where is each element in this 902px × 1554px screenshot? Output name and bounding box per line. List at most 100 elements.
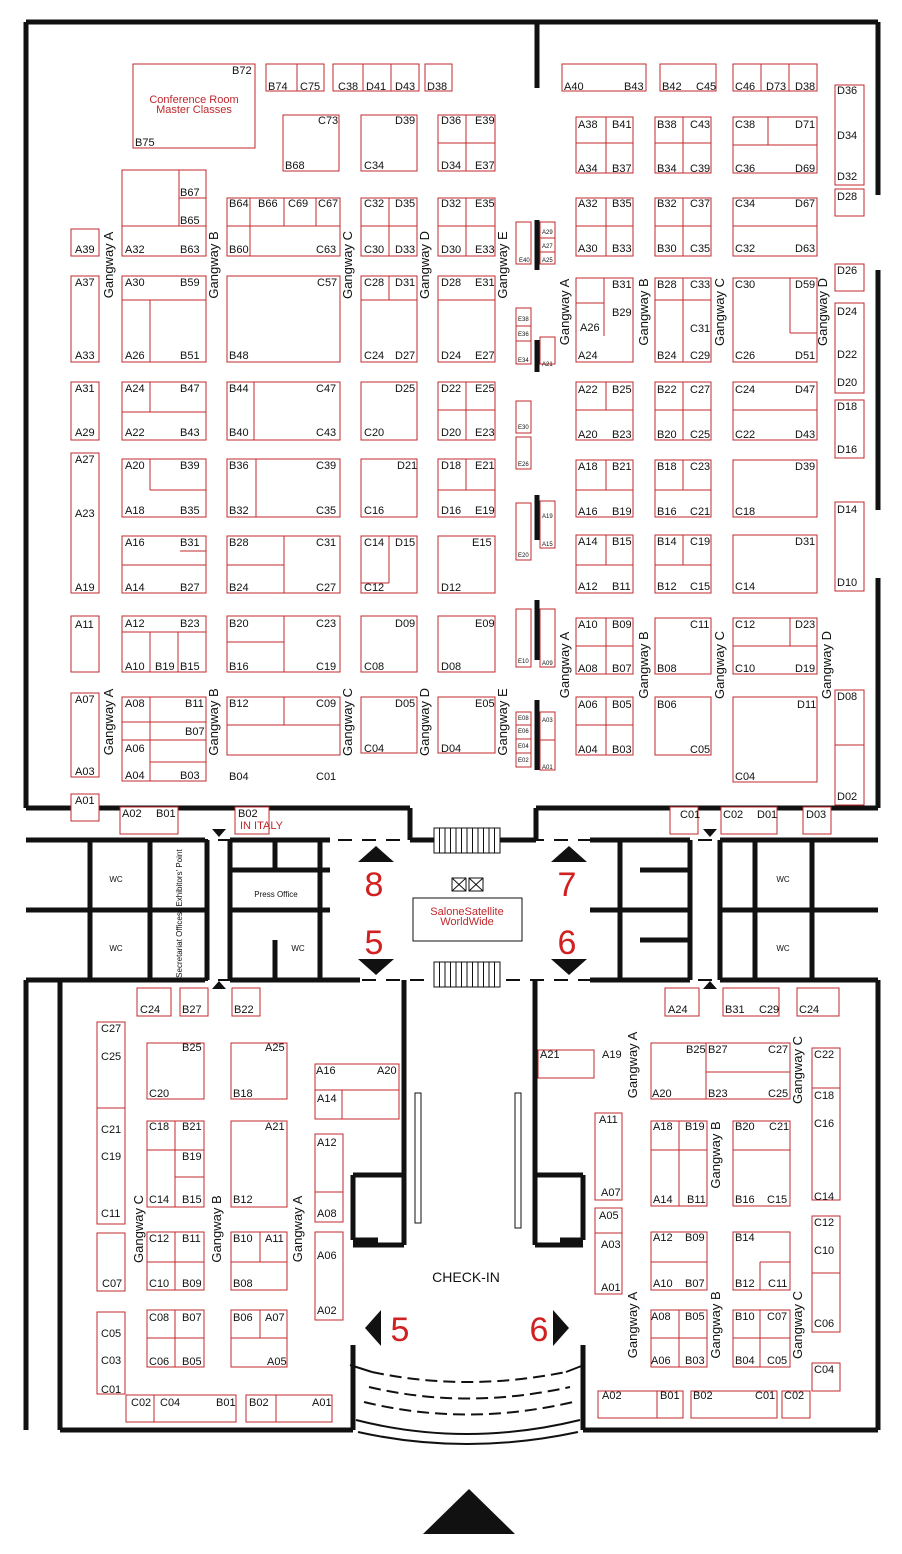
booth[interactable]: D41	[362, 63, 392, 93]
booth[interactable]: E30	[515, 400, 532, 434]
booth[interactable]: B74	[265, 63, 298, 93]
booth[interactable]: C24	[796, 987, 840, 1017]
booth[interactable]: B22	[231, 987, 261, 1017]
booth[interactable]: E40	[515, 221, 532, 265]
booth[interactable]: C38	[332, 63, 364, 93]
booth[interactable]: A24	[664, 987, 700, 1017]
booth[interactable]: B02	[234, 806, 270, 835]
booth[interactable]: A01	[70, 793, 100, 822]
booth[interactable]: A39	[70, 228, 100, 257]
booth[interactable]: E10	[515, 608, 532, 668]
booth[interactable]: C02	[781, 1390, 811, 1419]
booth[interactable]: A09	[539, 608, 556, 668]
booth[interactable]: C01	[669, 806, 700, 835]
booth[interactable]: C04	[811, 1362, 841, 1392]
booth[interactable]: C75	[296, 63, 325, 93]
booth[interactable]: E20	[515, 502, 532, 561]
booth[interactable]: D26	[834, 263, 865, 292]
booth[interactable]: B27	[179, 987, 209, 1017]
booth[interactable]: D28	[834, 188, 865, 217]
